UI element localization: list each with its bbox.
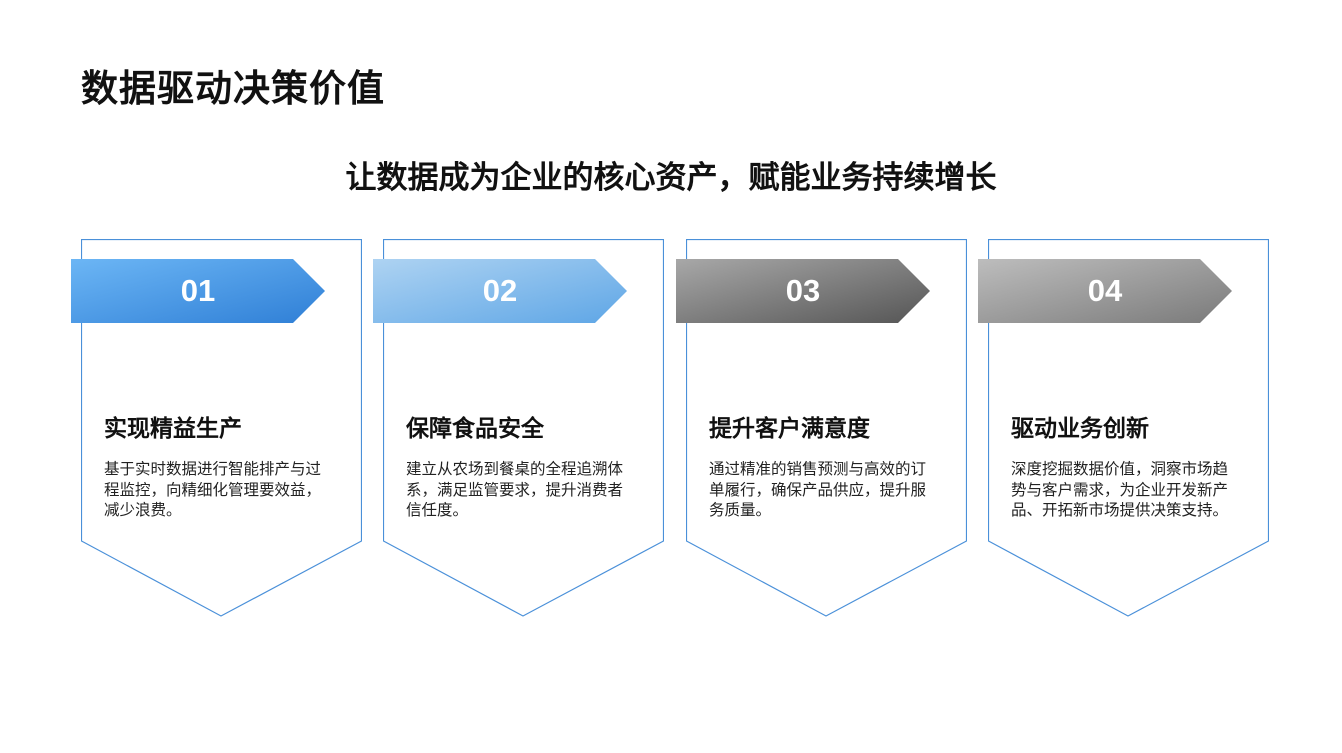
card-number: 03: [785, 273, 821, 308]
card-title: 提升客户满意度: [709, 415, 870, 441]
card-outline: [988, 239, 1269, 617]
card-title: 保障食品安全: [406, 415, 544, 441]
value-card-2: 02 保障食品安全 建立从农场到餐桌的全程追溯体系，满足监管要求，提升消费者信任…: [373, 239, 664, 617]
value-card-4: 04 驱动业务创新 深度挖掘数据价值，洞察市场趋势与客户需求，为企业开发新产品、…: [978, 239, 1269, 617]
card-number: 02: [482, 273, 518, 308]
card-title: 实现精益生产: [104, 415, 242, 441]
number-ribbon: 02: [373, 259, 627, 323]
number-ribbon: 04: [978, 259, 1232, 323]
card-outline: [686, 239, 967, 617]
card-description: 深度挖掘数据价值，洞察市场趋势与客户需求，为企业开发新产品、开拓新市场提供决策支…: [1011, 461, 1229, 519]
card-description: 基于实时数据进行智能排产与过程监控，向精细化管理要效益，减少浪费。: [104, 461, 322, 519]
card-description: 建立从农场到餐桌的全程追溯体系，满足监管要求，提升消费者信任度。: [406, 461, 624, 519]
card-number: 04: [1087, 273, 1123, 308]
card-description: 通过精准的销售预测与高效的订单履行，确保产品供应，提升服务质量。: [709, 461, 927, 519]
page-subtitle: 让数据成为企业的核心资产，赋能业务持续增长: [345, 160, 997, 195]
card-title: 驱动业务创新: [1011, 415, 1149, 441]
value-card-3: 03 提升客户满意度 通过精准的销售预测与高效的订单履行，确保产品供应，提升服务…: [676, 239, 967, 617]
card-number: 01: [180, 273, 216, 308]
card-outline: [383, 239, 664, 617]
page-title: 数据驱动决策价值: [81, 68, 385, 109]
number-ribbon: 01: [71, 259, 325, 323]
value-card-1: 01 实现精益生产 基于实时数据进行智能排产与过程监控，向精细化管理要效益，减少…: [71, 239, 362, 617]
card-outline: [81, 239, 362, 617]
number-ribbon: 03: [676, 259, 930, 323]
